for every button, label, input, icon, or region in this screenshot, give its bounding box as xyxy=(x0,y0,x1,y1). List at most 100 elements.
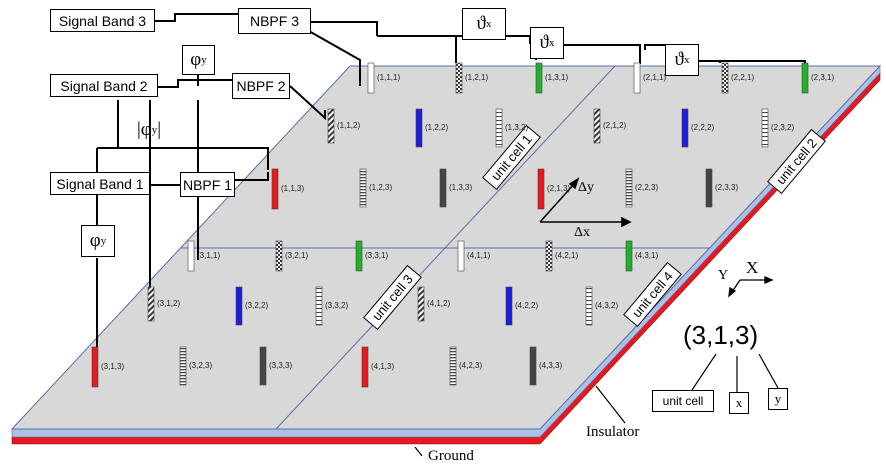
signal-band-3-label: Signal Band 3 xyxy=(58,12,147,29)
element-index-label: (3,3,3) xyxy=(269,361,293,370)
antenna-element xyxy=(367,62,375,94)
antenna-element xyxy=(593,108,601,144)
antenna-element xyxy=(801,62,809,94)
antenna-element xyxy=(179,346,187,386)
theta-subscript-1: x xyxy=(485,18,492,30)
antenna-element xyxy=(355,240,363,272)
theta-subscript-3: x xyxy=(683,54,690,66)
index-part-y-label: y xyxy=(774,391,782,406)
element-index-label: (1,1,3) xyxy=(281,184,305,193)
delta-arrows xyxy=(539,177,632,228)
antenna-element xyxy=(187,240,195,272)
nbpf-3-label: NBPF 3 xyxy=(249,13,299,29)
index-pointers xyxy=(414,353,779,457)
element-index-label: (1,3,1) xyxy=(545,73,569,82)
element-index-label: (3,2,2) xyxy=(245,301,269,310)
antenna-element xyxy=(235,286,243,326)
element-index-label: (4,1,1) xyxy=(467,251,491,260)
element-index-label: (4,3,2) xyxy=(595,301,619,310)
element-index-label: (2,1,3) xyxy=(547,184,571,193)
phi-abs-close: | xyxy=(157,119,162,140)
antenna-element xyxy=(625,240,633,272)
antenna-element xyxy=(439,168,447,208)
antenna-element xyxy=(495,108,503,148)
element-index-label: (4,1,3) xyxy=(371,362,395,371)
element-index-label: (4,1,2) xyxy=(427,299,451,308)
antenna-element xyxy=(449,346,457,386)
element-index-label: (4,2,2) xyxy=(515,301,539,310)
element-index-label: (3,3,2) xyxy=(325,301,349,310)
nbpf-1-label: NBPF 1 xyxy=(182,176,232,193)
axis-x-label: X xyxy=(746,258,759,277)
antenna-element xyxy=(315,286,323,326)
element-index-label: (1,3,2) xyxy=(505,123,529,132)
element-index-label: (2,1,2) xyxy=(603,121,627,130)
index-part-x-label: x xyxy=(735,395,743,410)
phi-symbol-2: φ xyxy=(89,230,101,251)
antenna-element xyxy=(545,240,553,272)
antenna-element xyxy=(535,62,543,94)
element-index-label: (4,2,1) xyxy=(555,251,579,260)
antenna-element xyxy=(585,286,593,326)
phi-subscript-2: y xyxy=(100,235,107,247)
element-index-label: (2,3,1) xyxy=(811,73,835,82)
element-index-label: (2,2,3) xyxy=(635,183,659,192)
theta-subscript-2: x xyxy=(548,37,555,49)
antenna-element xyxy=(147,286,155,322)
signal-band-1-label: Signal Band 1 xyxy=(56,175,144,192)
phi-subscript: y xyxy=(201,54,207,66)
element-index-label: (2,2,2) xyxy=(691,123,715,132)
antenna-element xyxy=(505,286,513,326)
ground-label: Ground xyxy=(428,448,474,464)
theta-symbol-3: ϑ xyxy=(674,49,684,70)
antenna-element xyxy=(91,346,99,388)
element-index-label: (1,2,3) xyxy=(369,183,393,192)
antenna-element xyxy=(259,346,267,386)
element-index-label: (1,2,1) xyxy=(465,73,489,82)
element-index-label: (1,2,2) xyxy=(425,123,449,132)
element-index-label: (1,3,3) xyxy=(449,183,473,192)
nbpf-3-box: NBPF 3 xyxy=(238,8,311,34)
antenna-element xyxy=(455,62,463,94)
element-index-label: (4,3,1) xyxy=(635,251,659,260)
element-index-label: (3,3,1) xyxy=(365,251,389,260)
phi-symbol: φ xyxy=(190,49,202,70)
nbpf-2-box: NBPF 2 xyxy=(232,73,290,99)
index-part-unit-cell: unit cell xyxy=(652,390,714,412)
antenna-element xyxy=(721,62,729,94)
insulator-label: Insulator xyxy=(586,424,640,440)
element-index-label: (1,1,1) xyxy=(377,73,401,82)
element-index-label: (2,1,1) xyxy=(643,73,667,82)
nbpf-2-label: NBPF 2 xyxy=(236,78,286,94)
axis-arrows xyxy=(728,276,774,298)
delta-y-label: Δy xyxy=(578,180,595,195)
axis-y-label: Y xyxy=(718,268,729,283)
element-index-label: (3,1,2) xyxy=(157,299,181,308)
signal-band-2-box: Signal Band 2 xyxy=(50,74,158,97)
index-part-y: y xyxy=(768,388,788,410)
antenna-element xyxy=(761,108,769,148)
antenna-element xyxy=(275,240,283,272)
nbpf-1-box: NBPF 1 xyxy=(180,172,235,197)
top-plate xyxy=(10,65,882,430)
index-example: (3,1,3) xyxy=(683,320,759,350)
element-index-label: (3,2,3) xyxy=(189,361,213,370)
antenna-element xyxy=(415,108,423,148)
antenna-element xyxy=(361,346,369,388)
element-index-label: (3,2,1) xyxy=(285,251,309,260)
element-index-label: (4,3,3) xyxy=(539,361,563,370)
index-part-unit-cell-label: unit cell xyxy=(662,394,704,408)
element-index-label: (2,3,2) xyxy=(771,123,795,132)
signal-band-3-box: Signal Band 3 xyxy=(50,9,155,32)
delta-x-label: Δx xyxy=(574,225,591,240)
element-index-label: (3,1,1) xyxy=(197,251,221,260)
antenna-element xyxy=(417,286,425,322)
antenna-element xyxy=(705,168,713,208)
